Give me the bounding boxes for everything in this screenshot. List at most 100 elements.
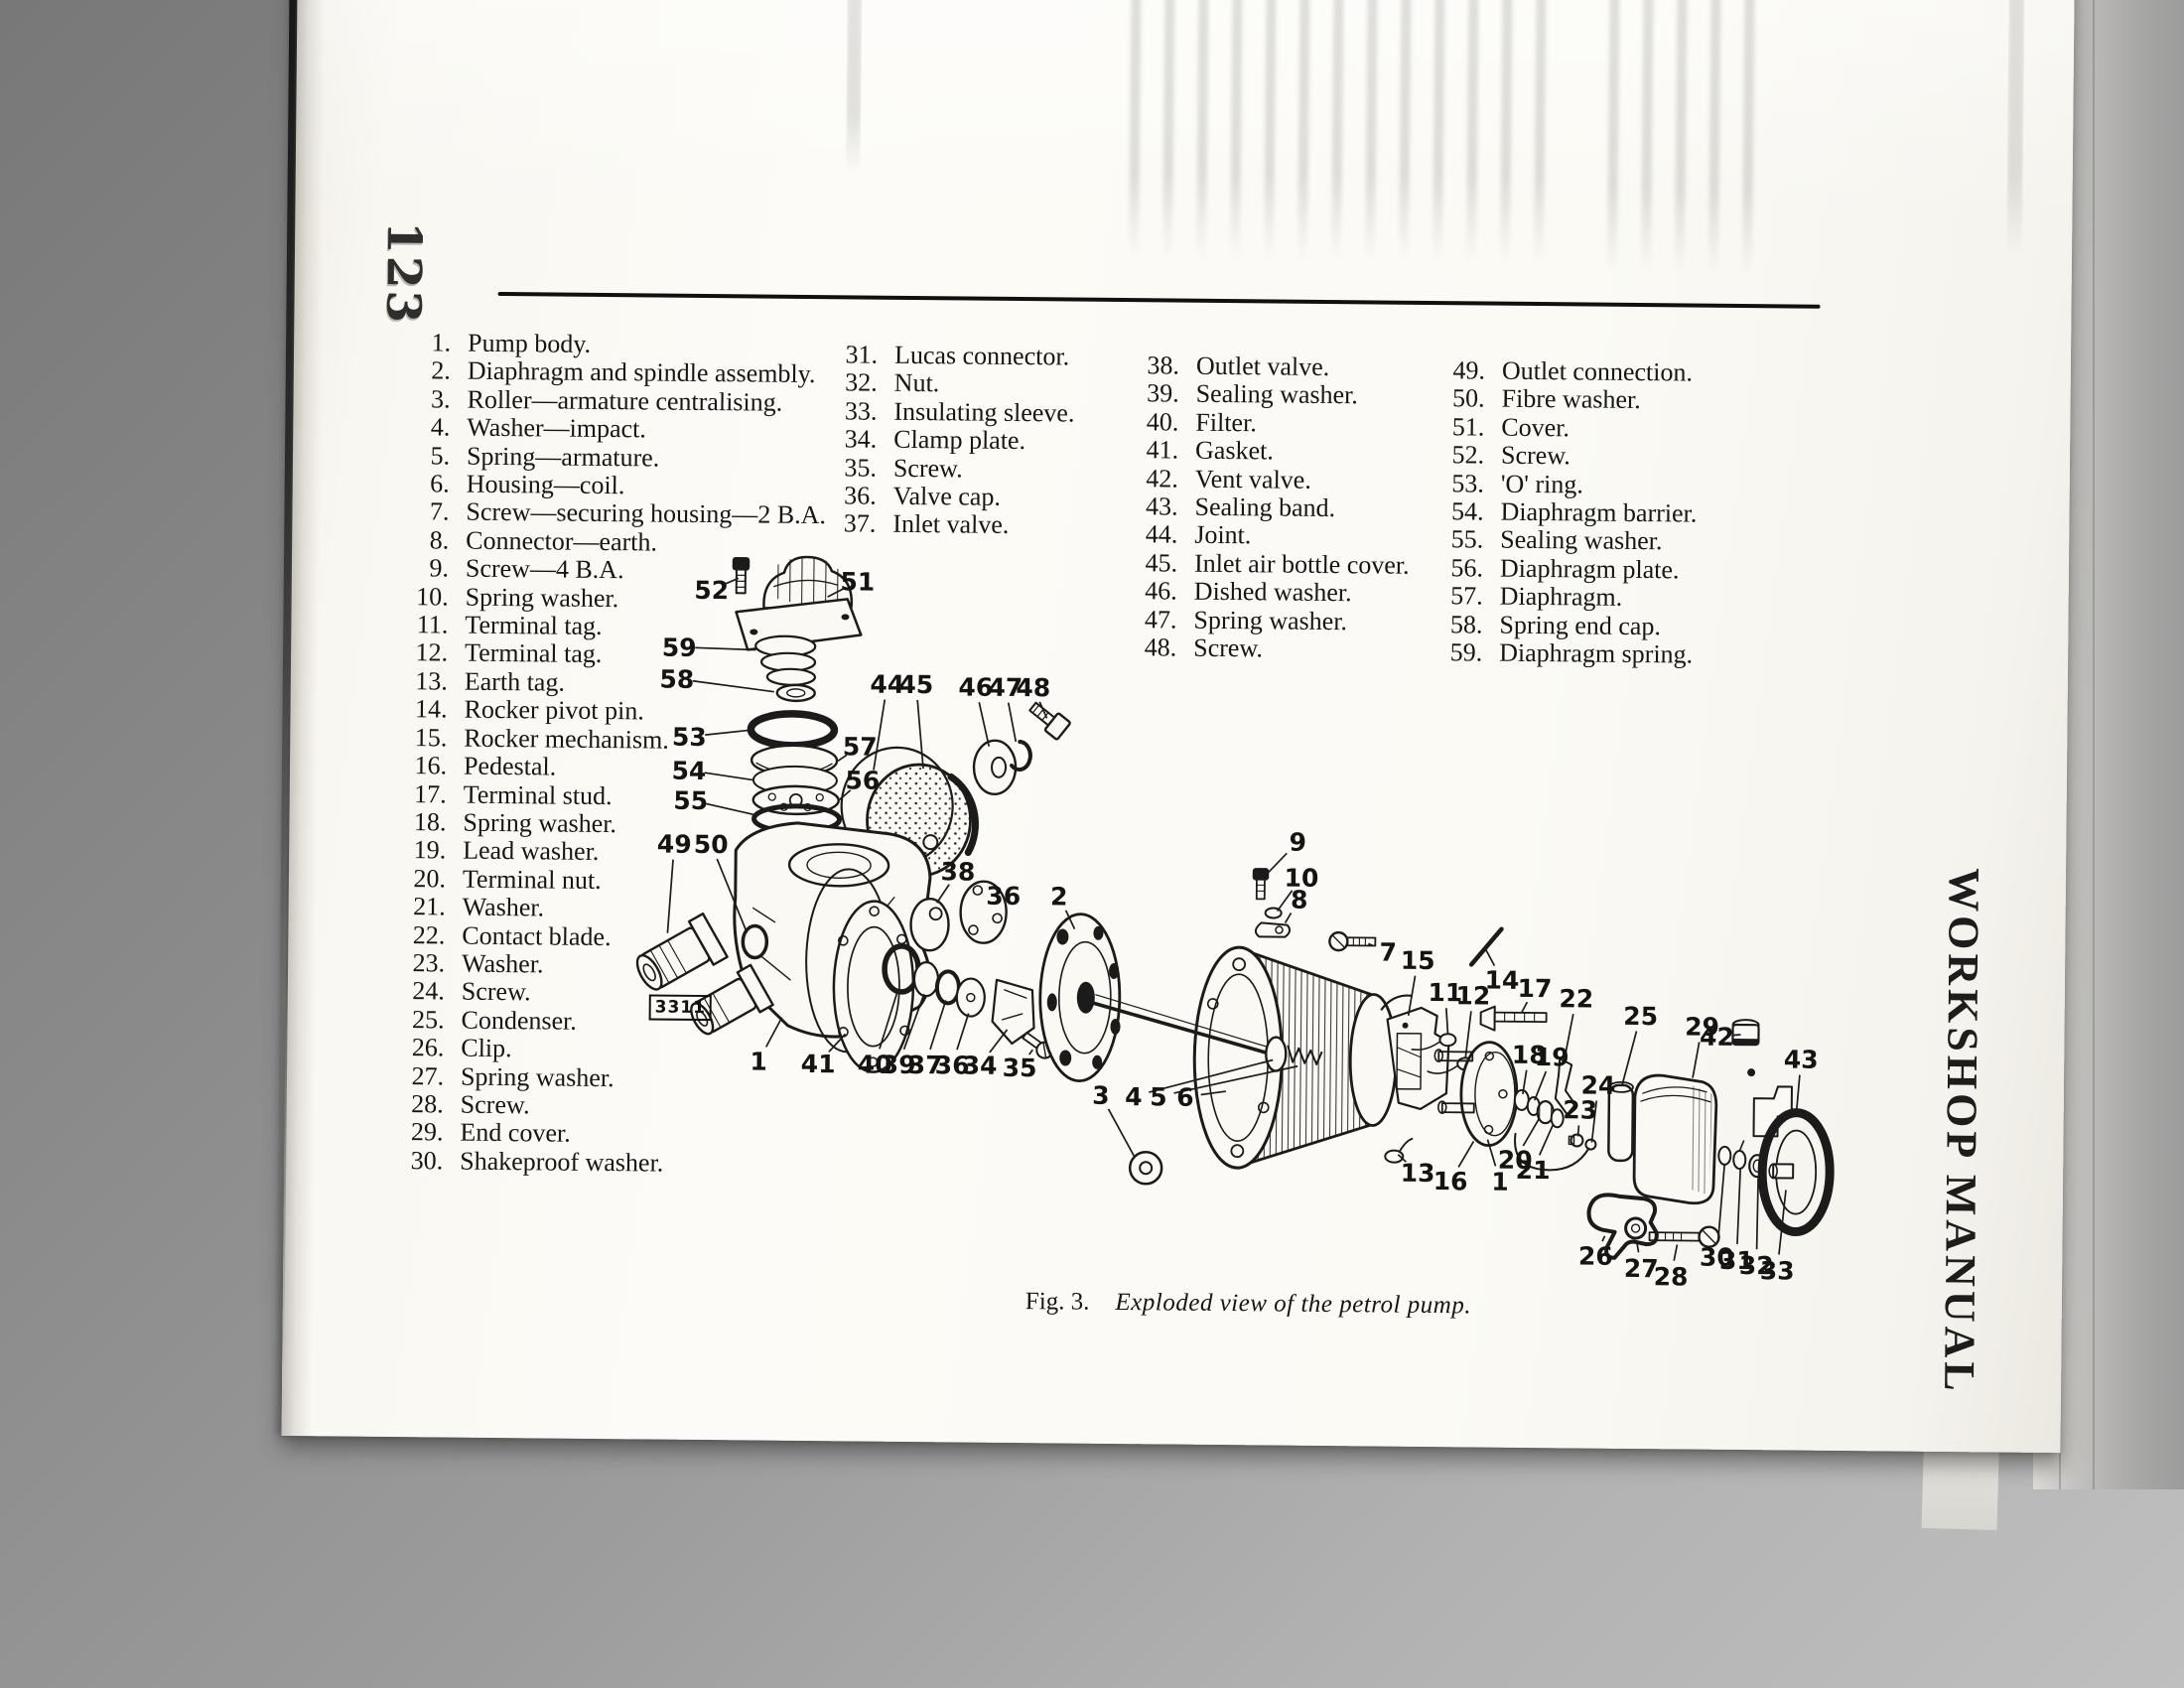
callout-leader-line — [1716, 1163, 1726, 1241]
callout-leader-line — [716, 858, 749, 933]
callout-number: 42 — [1700, 1023, 1734, 1052]
callout-leader-line — [695, 646, 756, 651]
callout-leader-line — [1673, 1244, 1679, 1261]
callout-leader-line — [1520, 1001, 1529, 1014]
callout-number: 41 — [801, 1050, 836, 1078]
figure-caption-text: Exploded view of the petrol pump. — [1115, 1288, 1472, 1320]
callout-leader-line — [1522, 1069, 1528, 1095]
callout-leader-line — [1590, 1100, 1598, 1143]
callout-number: 2 — [1050, 882, 1068, 911]
callout-leader-line — [989, 1029, 1009, 1054]
callout-number: 20 — [1498, 1146, 1533, 1175]
callout-number: 29 — [1685, 1012, 1719, 1041]
callout-number: 30 — [1700, 1243, 1734, 1272]
callout-leader-line — [1563, 1013, 1574, 1063]
callout-number: 58 — [659, 665, 694, 694]
callout-leader-line — [726, 577, 740, 585]
diagram-artwork — [635, 555, 1835, 1260]
callout-leader-line — [1621, 1031, 1638, 1086]
callout-number: 56 — [845, 766, 880, 794]
callout-number: 45 — [898, 670, 933, 699]
callout-number: 34 — [963, 1052, 998, 1080]
callout-leader-line — [1107, 1108, 1136, 1157]
callout-leader-line — [1486, 1139, 1497, 1167]
callout-leader-line — [1464, 1011, 1472, 1058]
callout-leader-line — [1538, 1123, 1555, 1156]
figure-caption: Fig. 3. Exploded view of the petrol pump. — [1025, 1288, 1471, 1320]
callout-number: 50 — [694, 830, 729, 859]
callout-leader-line — [706, 802, 754, 816]
callout-leader-line — [902, 993, 925, 1051]
callout-leader-line — [916, 699, 924, 770]
callout-leader-line — [1173, 1064, 1298, 1094]
callout-leader-line — [1778, 1190, 1787, 1255]
callout-leader-line — [1407, 975, 1417, 1016]
callout-leader-line — [827, 588, 845, 598]
callout-leader-line — [764, 1017, 783, 1048]
callout-leader-line — [828, 1033, 847, 1053]
callout-number: 14 — [1484, 966, 1519, 995]
callout-number: 25 — [1623, 1002, 1658, 1031]
callout-leader-line — [1635, 1239, 1640, 1253]
callout-number: 10 — [1284, 864, 1318, 893]
callout-number: 37 — [908, 1051, 943, 1079]
callout-number: 27 — [1624, 1254, 1659, 1283]
callout-number: 3 — [1092, 1081, 1110, 1110]
callout-number: 49 — [657, 830, 692, 859]
callout-number: 11 — [1428, 978, 1462, 1007]
callout-leader-line — [1276, 890, 1294, 913]
callout-number: 35 — [1003, 1054, 1037, 1082]
callout-leader-line — [839, 789, 852, 800]
callout-leader-line — [873, 699, 887, 771]
callout-number: 26 — [1578, 1241, 1613, 1270]
callout-leader-line — [1007, 702, 1018, 743]
callout-number: 57 — [843, 732, 878, 761]
callout-number: 55 — [673, 786, 708, 815]
callout-number: 53 — [672, 723, 707, 752]
callout-leader-line — [704, 772, 753, 781]
callout-number: 24 — [1580, 1070, 1615, 1099]
callout-number: 22 — [1559, 984, 1593, 1013]
callout-leader-line — [1284, 913, 1293, 924]
callout-number: 32 — [1739, 1251, 1774, 1280]
callout-leader-line — [1755, 1176, 1759, 1250]
callout-number: 54 — [671, 757, 706, 785]
callout-number: 38 — [940, 857, 975, 886]
callout-leader-line — [1027, 1049, 1033, 1055]
exploded-view-diagram: 5251595853575456554445464748495038362141… — [635, 555, 1835, 1292]
callout-leader-line — [1200, 1090, 1227, 1096]
callout-leader-line — [1576, 1125, 1580, 1137]
callout-leader-line — [1534, 1070, 1548, 1101]
callout-number: 12 — [1455, 981, 1490, 1010]
callout-leader-line — [1444, 1008, 1449, 1035]
figure-caption-number: Fig. 3. — [1024, 1288, 1090, 1316]
figure-reference-code: 3311 — [648, 994, 713, 1022]
callout-leader-line — [1692, 1042, 1701, 1078]
callout-leader-line — [1149, 1058, 1274, 1093]
callout-number: 18 — [1512, 1041, 1547, 1069]
callout-number: 17 — [1517, 974, 1552, 1003]
workshop-manual-spine-title: WORKSHOP MANUAL — [1935, 867, 1989, 1395]
callout-leader-line — [1457, 1141, 1475, 1168]
callout-leader-line — [978, 702, 991, 747]
callout-number: 39 — [882, 1051, 916, 1079]
callout-number: 16 — [1433, 1167, 1468, 1196]
callout-number: 9 — [1289, 828, 1306, 857]
callout-number: 48 — [1016, 673, 1050, 702]
callout-number: 6 — [1176, 1083, 1194, 1112]
callout-number: 21 — [1516, 1156, 1551, 1185]
callout-leader-line — [705, 729, 750, 736]
callout-leader-line — [956, 1013, 970, 1051]
callout-leader-line — [1265, 852, 1288, 877]
callout-leader-line — [1795, 1074, 1801, 1111]
callout-leader-line — [1732, 1034, 1741, 1037]
callout-number: 36 — [935, 1051, 970, 1079]
callout-number: 31 — [1719, 1246, 1754, 1275]
callout-number: 1 — [1491, 1168, 1509, 1196]
callout-number: 15 — [1401, 946, 1435, 975]
callout-number: 46 — [958, 672, 993, 701]
callout-number: 43 — [1784, 1045, 1819, 1073]
callout-leader-line — [1736, 1167, 1742, 1245]
